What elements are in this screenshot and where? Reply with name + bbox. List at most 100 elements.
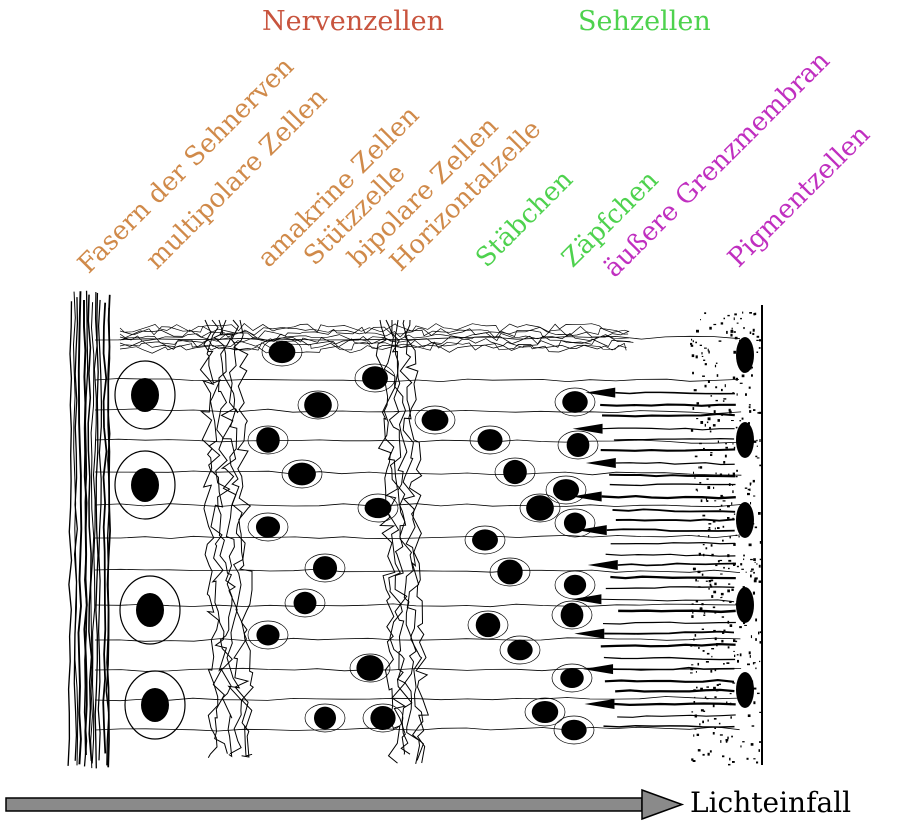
- inner-plexiform-layer: [220, 320, 242, 754]
- pigment-stipple: [735, 337, 738, 340]
- pigment-stipple: [703, 554, 704, 556]
- pigment-stipple: [732, 392, 734, 394]
- pigment-stipple: [750, 484, 751, 485]
- photoreceptor-segment: [603, 726, 734, 727]
- pigment-stipple: [759, 661, 760, 662]
- pigment-stipple: [733, 351, 736, 354]
- pigment-stipple: [752, 333, 754, 335]
- pigment-stipple: [754, 578, 756, 581]
- pigment-stipple: [731, 736, 733, 738]
- pigment-stipple: [756, 563, 757, 564]
- pigment-stipple: [690, 343, 692, 345]
- pigment-stipple: [753, 701, 755, 704]
- pigment-stipple: [729, 601, 731, 603]
- ganglion-cell-nucleus: [131, 378, 159, 412]
- pigment-stipple: [735, 476, 737, 477]
- pigment-stipple: [723, 567, 725, 569]
- pigment-stipple: [742, 312, 743, 314]
- pigment-stipple: [749, 312, 752, 314]
- pigment-stipple: [737, 566, 739, 567]
- pigment-stipple: [749, 387, 751, 389]
- pigment-stipple: [715, 365, 716, 367]
- pigment-stipple: [724, 318, 726, 320]
- pigment-stipple: [725, 455, 727, 458]
- pigment-stipple: [730, 703, 732, 705]
- pigment-stipple: [701, 499, 703, 502]
- pigment-stipple: [749, 544, 752, 547]
- pigment-stipple: [708, 535, 709, 538]
- pigment-stipple: [753, 329, 755, 332]
- pigment-stipple: [743, 559, 744, 561]
- pigment-stipple: [700, 319, 701, 320]
- cone-cell: [573, 424, 603, 434]
- pigment-stipple: [720, 474, 722, 476]
- pigment-stipple: [702, 574, 704, 576]
- pigment-stipple: [715, 528, 716, 530]
- cone-cell: [583, 664, 613, 674]
- pigment-stipple: [728, 568, 730, 569]
- pigment-stipple: [723, 496, 724, 497]
- pigment-stipple: [751, 374, 753, 376]
- arrow-label-lichteinfall: Lichteinfall: [690, 789, 851, 817]
- cell-nucleus: [507, 640, 532, 660]
- pigment-stipple: [757, 446, 758, 447]
- pigment-stipple: [711, 497, 712, 498]
- connecting-fiber: [95, 569, 740, 573]
- pigment-stipple: [704, 612, 705, 613]
- pigment-stipple: [702, 629, 704, 630]
- pigment-stipple: [698, 647, 699, 649]
- pigment-stipple: [747, 493, 750, 495]
- pigment-stipple: [694, 701, 696, 703]
- pigment-stipple: [755, 527, 757, 529]
- pigment-stipple: [691, 429, 693, 432]
- pigment-stipple: [700, 421, 703, 424]
- pigment-stipple: [707, 486, 710, 489]
- pigment-stipple: [698, 586, 700, 587]
- pigment-stipple: [711, 544, 713, 546]
- pigment-stipple: [755, 668, 756, 670]
- pigment-stipple: [736, 427, 738, 429]
- pigment-stipple: [717, 527, 720, 529]
- pigment-stipple: [702, 356, 703, 357]
- pigment-stipple: [721, 389, 723, 391]
- cell-nucleus: [294, 592, 317, 614]
- pigment-stipple: [699, 723, 700, 725]
- cell-nucleus: [503, 460, 527, 484]
- pigment-stipple: [696, 601, 698, 603]
- pigment-stipple: [737, 660, 739, 663]
- cone-cell: [574, 629, 604, 639]
- pigment-stipple: [725, 384, 726, 387]
- pigment-stipple: [711, 554, 713, 557]
- pigment-stipple: [714, 583, 716, 586]
- connecting-fiber: [95, 379, 739, 382]
- pigment-stipple: [719, 684, 721, 685]
- pigment-stipple: [715, 637, 717, 640]
- cell-nucleus: [256, 625, 279, 646]
- pigment-stipple: [717, 684, 719, 686]
- pigment-stipple: [699, 482, 701, 484]
- inner-plexiform-layer: [200, 320, 218, 758]
- pigment-stipple: [715, 386, 717, 388]
- pigment-stipple: [708, 529, 711, 530]
- pigment-stipple: [753, 409, 755, 411]
- photoreceptor-segment: [602, 414, 735, 416]
- pigment-stipple: [759, 412, 761, 414]
- cell-nucleus: [256, 516, 280, 537]
- pigment-stipple: [755, 619, 757, 622]
- pigment-stipple: [726, 702, 727, 705]
- pigment-stipple: [706, 577, 708, 579]
- nerve-fiber-line: [95, 293, 98, 768]
- pigment-stipple: [720, 740, 721, 743]
- pigment-stipple: [732, 485, 733, 486]
- pigment-stipple: [702, 721, 704, 724]
- pigment-stipple: [700, 345, 702, 346]
- pigment-stipple: [739, 626, 742, 628]
- pigment-stipple: [710, 431, 712, 433]
- pigment-stipple: [737, 654, 739, 655]
- pigment-stipple: [743, 555, 745, 557]
- arrow-head: [642, 790, 682, 819]
- pigment-stipple: [756, 762, 758, 764]
- pigment-stipple: [756, 440, 757, 441]
- pigment-stipple: [714, 728, 716, 729]
- pigment-stipple: [713, 324, 716, 325]
